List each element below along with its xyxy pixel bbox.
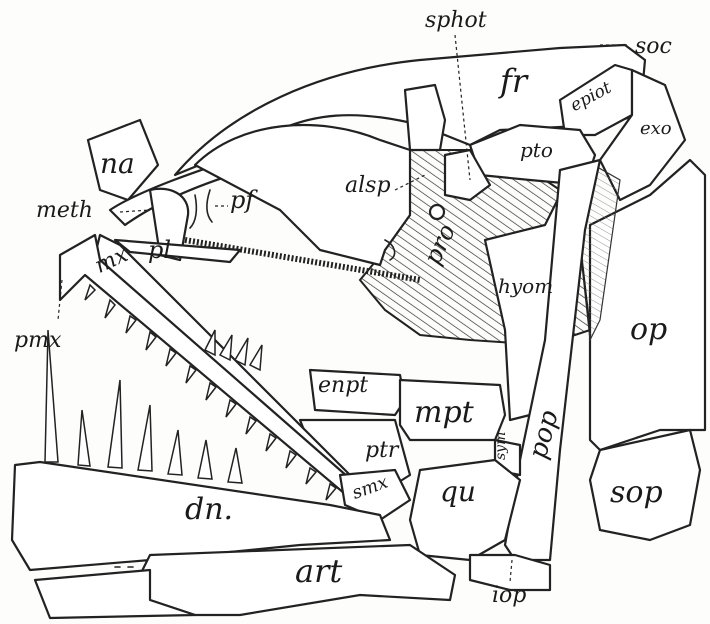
label-soc: soc <box>635 36 672 58</box>
label-dn: dn. <box>185 495 233 525</box>
label-sop: sop <box>610 478 663 508</box>
label-na: na <box>100 150 135 178</box>
label-pmx: pmx <box>14 330 61 352</box>
label-iop: iop <box>492 585 526 607</box>
prefrontal-bone <box>190 190 212 228</box>
label-hyom: hyom <box>498 276 553 296</box>
label-pf: pf <box>230 188 254 212</box>
label-ptr: ptr <box>365 440 398 462</box>
label-pl: pl <box>148 238 171 262</box>
label-pto: pto <box>520 140 553 160</box>
label-op: op <box>630 315 667 345</box>
label-qu: qu <box>440 478 476 506</box>
label-art: art <box>295 555 342 587</box>
label-mpt: mpt <box>414 398 474 428</box>
label-sym: sym <box>494 432 508 460</box>
label-alsp: alsp <box>345 175 391 197</box>
label-sphot: sphot <box>425 10 487 32</box>
label-enpt: enpt <box>318 375 368 397</box>
label-fr: fr <box>500 65 527 97</box>
label-meth: meth <box>36 200 93 222</box>
alisphenoid-foramen <box>430 205 444 219</box>
label-exo: exo <box>640 120 672 138</box>
